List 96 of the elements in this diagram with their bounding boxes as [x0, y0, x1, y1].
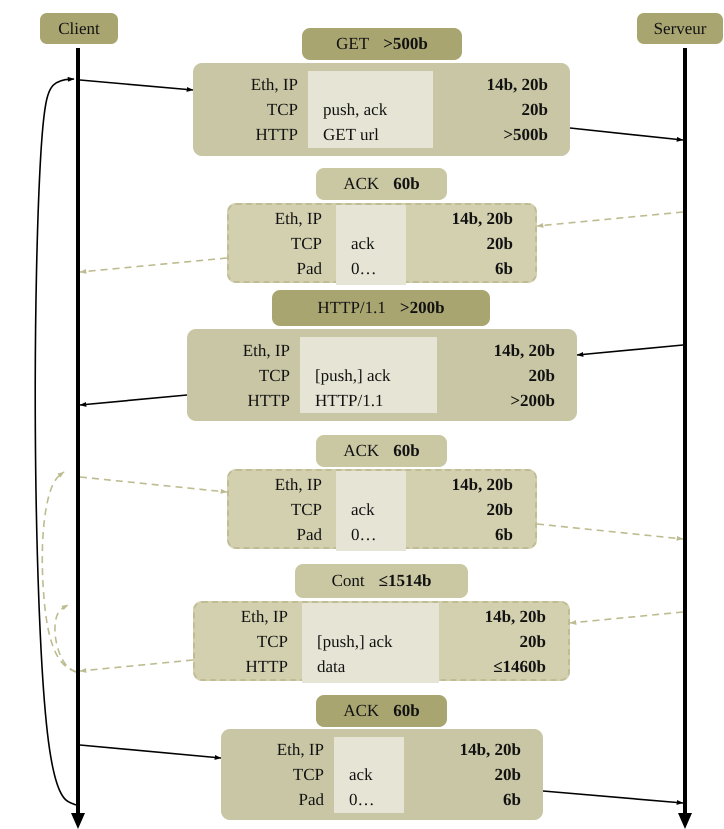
packet-size: ≤1514b	[378, 571, 432, 591]
layer-name: TCP	[290, 232, 322, 254]
layer-name: Eth, IP	[250, 74, 298, 96]
layer-name: HTTP	[256, 124, 298, 146]
arrow	[536, 211, 684, 228]
packet-size: 60b	[393, 441, 420, 461]
field-value: 0…	[351, 258, 376, 280]
packet-size: >200b	[400, 298, 445, 318]
field-value: 0…	[349, 789, 374, 811]
header-size: 20b	[528, 364, 555, 386]
packet-type: ACK	[343, 441, 380, 461]
header-size: 14b, 20b	[484, 606, 546, 628]
field-value: ack	[351, 498, 375, 520]
packet-title	[272, 290, 490, 326]
packet-type: ACK	[343, 701, 380, 721]
layer-name: Eth, IP	[242, 340, 290, 362]
packet-box	[227, 469, 537, 549]
field-value-panel	[308, 71, 433, 148]
layer-name: TCP	[258, 364, 290, 386]
field-value: HTTP/1.1	[315, 390, 384, 412]
layer-name: Eth, IP	[240, 606, 288, 628]
packet-box	[227, 203, 537, 283]
header-size: 14b, 20b	[494, 340, 555, 362]
layer-name: TCP	[290, 498, 322, 520]
header-size: 14b, 20b	[452, 474, 513, 496]
layer-name: Eth, IP	[274, 474, 322, 496]
header-size: ≤1460b	[493, 656, 546, 678]
arrow	[576, 344, 684, 357]
layer-name: TCP	[266, 99, 298, 121]
field-value-panel	[336, 205, 406, 285]
field-value-panel	[336, 471, 406, 551]
field-value: ack	[349, 764, 373, 786]
arrow	[80, 79, 194, 92]
packet-box	[187, 329, 577, 421]
header-size: 6b	[503, 789, 521, 811]
timeline-arrow	[677, 48, 693, 829]
packet-title	[316, 695, 447, 727]
header-size: 6b	[495, 524, 513, 546]
layer-name: Pad	[296, 258, 322, 280]
arrow	[79, 394, 188, 407]
header-size: 6b	[495, 258, 513, 280]
header-size: 14b, 20b	[452, 208, 513, 230]
timeline-arrow	[70, 48, 86, 829]
packet-size: 60b	[393, 701, 420, 721]
layer-name: Eth, IP	[274, 208, 322, 230]
field-value: push, ack	[323, 99, 388, 121]
layer-name: Pad	[298, 789, 324, 811]
packet-box	[193, 601, 570, 681]
actor-label: Serveur	[637, 13, 723, 44]
field-value-panel	[334, 737, 404, 813]
arrow	[80, 744, 222, 760]
header-size: 14b, 20b	[460, 739, 521, 761]
field-value: data	[317, 656, 346, 678]
header-size: >200b	[510, 390, 555, 412]
arrow	[570, 127, 684, 142]
layer-name: Eth, IP	[276, 739, 324, 761]
arrow	[542, 790, 684, 805]
arrow	[54, 604, 76, 673]
field-value: 0…	[351, 524, 376, 546]
field-value-panel	[302, 603, 439, 683]
packet-title	[302, 28, 462, 60]
arrow	[79, 257, 228, 274]
packet-title	[295, 564, 468, 598]
packet-size: 60b	[393, 174, 420, 194]
header-size: 20b	[494, 764, 521, 786]
layer-name: HTTP	[246, 656, 288, 678]
field-value: [push,] ack	[315, 364, 391, 387]
field-value: ack	[351, 232, 375, 254]
packet-type: Cont	[332, 571, 365, 591]
header-size: 20b	[486, 498, 513, 520]
arrow	[569, 611, 684, 625]
header-size: 20b	[520, 630, 546, 652]
actor-label: Client	[40, 13, 118, 44]
packet-type: HTTP/1.1	[317, 298, 386, 318]
layer-name: TCP	[292, 764, 324, 786]
packet-type: GET	[336, 34, 370, 54]
layer-name: Pad	[296, 524, 322, 546]
packet-title	[316, 435, 447, 467]
field-value: [push,] ack	[317, 630, 393, 653]
field-value-panel	[300, 337, 437, 413]
header-size: 20b	[522, 99, 548, 121]
layer-name: HTTP	[248, 390, 290, 412]
arrow	[536, 523, 684, 541]
header-size: 14b, 20b	[486, 74, 548, 96]
packet-box	[193, 63, 570, 156]
packet-box	[221, 729, 543, 820]
packet-type: ACK	[343, 174, 380, 194]
arrow	[34, 76, 76, 806]
header-size: 20b	[486, 232, 513, 254]
packet-title	[316, 168, 447, 200]
header-size: >500b	[503, 124, 548, 146]
arrow	[79, 659, 194, 673]
arrow	[80, 476, 228, 494]
field-value: GET url	[323, 124, 379, 146]
layer-name: TCP	[256, 630, 288, 652]
packet-size: >500b	[383, 34, 428, 54]
